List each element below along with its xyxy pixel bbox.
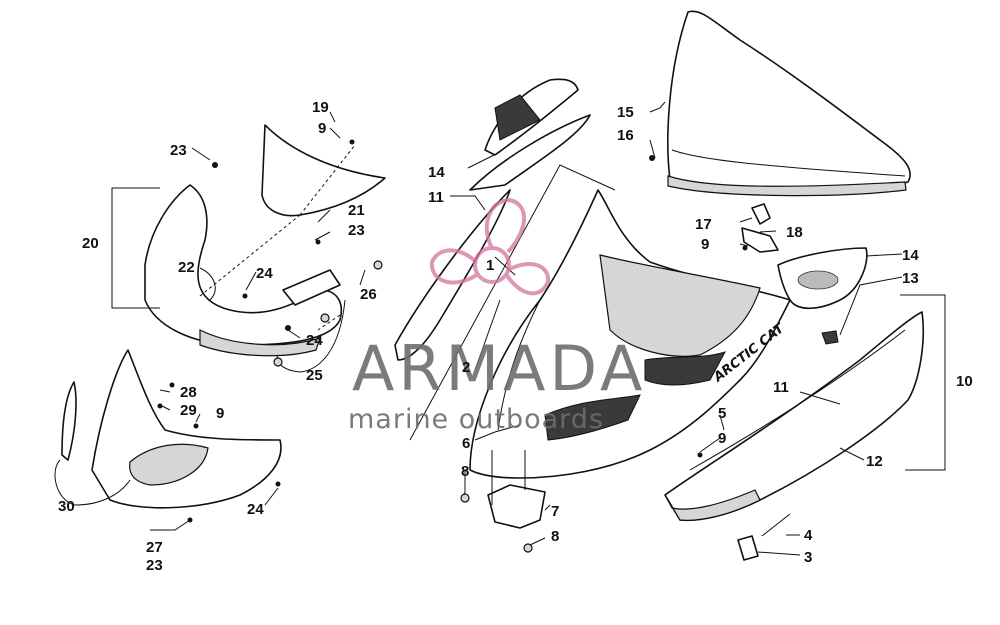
callout-12: 12 — [866, 453, 883, 470]
skid-plate-part — [487, 484, 546, 529]
callout-labels: 1 2 3 4 5 6 7 8 8 9 9 9 9 10 11 11 12 13… — [58, 99, 973, 574]
callout-1: 1 — [486, 257, 494, 274]
callout-27: 27 — [146, 539, 163, 556]
callout-15: 15 — [617, 104, 634, 121]
fastener-markers — [157, 139, 748, 553]
callout-24-lower: 24 — [247, 501, 264, 518]
callout-25: 25 — [306, 367, 323, 384]
windshield-part — [667, 10, 911, 197]
callout-13: 13 — [902, 270, 919, 287]
callout-28: 28 — [180, 384, 197, 401]
callout-7: 7 — [551, 503, 559, 520]
callout-22: 22 — [178, 259, 195, 276]
callout-2: 2 — [462, 359, 470, 376]
callout-17: 17 — [695, 216, 712, 233]
hood-part — [469, 189, 791, 479]
hood-trim-part — [394, 78, 591, 361]
callout-14-left: 14 — [428, 164, 445, 181]
callout-16: 16 — [617, 127, 634, 144]
watermark: ARMADA marine outboards — [348, 197, 646, 435]
callout-9-lower-left: 9 — [216, 405, 224, 422]
callout-23-top: 23 — [170, 142, 187, 159]
callout-4: 4 — [804, 527, 813, 544]
callout-11-right: 11 — [773, 379, 789, 396]
callout-8-top: 8 — [461, 463, 469, 480]
lower-pan-part — [61, 349, 282, 509]
watermark-tagline: marine outboards — [348, 404, 604, 435]
side-panel-part — [664, 311, 925, 522]
callout-10: 10 — [956, 373, 973, 390]
watermark-logo-icon — [429, 197, 551, 296]
callout-23-middle: 23 — [348, 222, 365, 239]
callout-20: 20 — [82, 235, 99, 252]
callout-18: 18 — [786, 224, 803, 241]
callout-9-bracket: 9 — [701, 236, 709, 253]
callout-24-middle: 24 — [306, 332, 323, 349]
callout-11-left: 11 — [428, 189, 444, 206]
callout-8-bottom: 8 — [551, 528, 559, 545]
callout-14-right: 14 — [902, 247, 919, 264]
callout-23-bottom: 23 — [146, 557, 163, 574]
callout-6: 6 — [462, 435, 470, 452]
callout-9-side-panel: 9 — [718, 430, 726, 447]
callout-24-upper: 24 — [256, 265, 273, 282]
windshield-bracket-part — [741, 203, 779, 253]
callout-19: 19 — [312, 99, 329, 116]
pad-part — [737, 513, 791, 561]
callout-9-upper-left: 9 — [318, 120, 326, 137]
watermark-brand: ARMADA — [352, 332, 646, 405]
callout-29: 29 — [180, 402, 197, 419]
callout-5: 5 — [718, 405, 726, 422]
callout-30: 30 — [58, 498, 75, 515]
callout-26: 26 — [360, 286, 377, 303]
vent-grille-part — [777, 247, 868, 345]
callout-3: 3 — [804, 549, 812, 566]
front-nose-part — [144, 124, 386, 357]
callout-21: 21 — [348, 202, 365, 219]
